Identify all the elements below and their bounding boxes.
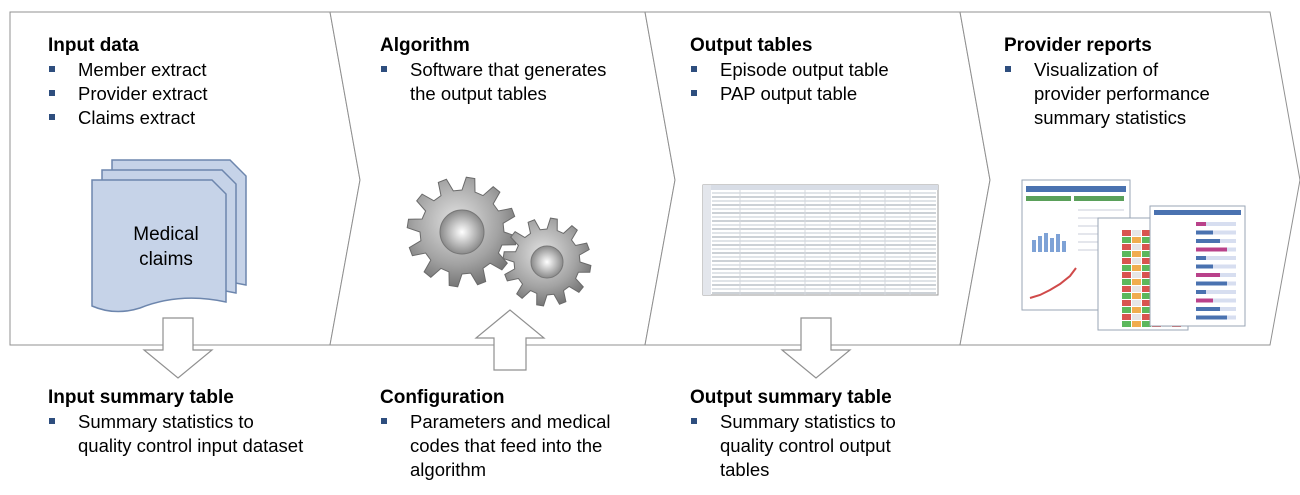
report-bar: [1196, 307, 1220, 311]
heatmap-cell: [1122, 321, 1131, 327]
bullet-item: Claims extract: [48, 106, 318, 130]
stage-output-tables: Output tables Episode output table PAP o…: [690, 34, 960, 106]
report-bar-track: [1196, 298, 1236, 303]
medical-claims-label-line: claims: [139, 249, 193, 270]
heatmap-cell: [1142, 230, 1151, 236]
heatmap-cell: [1142, 265, 1151, 271]
report-bar-track: [1196, 290, 1236, 294]
input-summary-table: Input summary table Summary statistics t…: [48, 386, 323, 458]
heatmap-cell: [1142, 321, 1151, 327]
heatmap-cell: [1122, 230, 1131, 236]
heatmap-cell: [1142, 293, 1151, 299]
bullet-item: Parameters and medical codes that feed i…: [380, 410, 625, 482]
heatmap-cell: [1142, 307, 1151, 313]
heatmap-cell: [1142, 286, 1151, 292]
heatmap-cell: [1142, 258, 1151, 264]
heatmap-cell: [1122, 237, 1131, 243]
report-bar: [1196, 222, 1206, 226]
report-bar: [1196, 315, 1227, 320]
bullet-item: PAP output table: [690, 82, 960, 106]
input-summary-down-arrow: [142, 317, 214, 379]
heatmap-cell: [1132, 230, 1141, 236]
report-bar: [1196, 247, 1227, 252]
report-bar-track: [1196, 264, 1236, 269]
gear-hole: [439, 209, 485, 255]
heatmap-cell: [1132, 272, 1141, 278]
medical-claims-documents-icon: [91, 159, 247, 313]
heatmap-cell: [1132, 286, 1141, 292]
output-summary-down-arrow: [780, 317, 852, 379]
medical-claims-label-line: Medical: [133, 224, 199, 245]
side-title: Output summary table: [690, 387, 892, 408]
heatmap-cell: [1132, 321, 1141, 327]
stage-provider-reports: Provider reports Visualization of provid…: [1004, 34, 1234, 130]
configuration-up-arrow: [474, 309, 546, 371]
spreadsheet-thumbnail: [702, 184, 939, 296]
heatmap-cell: [1142, 279, 1151, 285]
gear-hole: [530, 245, 564, 279]
heatmap-cell: [1132, 251, 1141, 257]
heatmap-cell: [1122, 258, 1131, 264]
heatmap-cell: [1132, 237, 1141, 243]
bullet-item: Summary statistics to quality control ou…: [690, 410, 945, 482]
stage-title: Output tables: [690, 35, 813, 56]
bullet-item: Summary statistics to quality control in…: [48, 410, 310, 458]
heatmap-cell: [1122, 314, 1131, 320]
heatmap-cell: [1142, 272, 1151, 278]
heatmap-cell: [1142, 237, 1151, 243]
heatmap-cell: [1132, 314, 1141, 320]
heatmap-cell: [1122, 279, 1131, 285]
heatmap-cell: [1132, 300, 1141, 306]
report-bar: [1196, 230, 1213, 235]
stage-title: Provider reports: [1004, 35, 1152, 56]
heatmap-cell: [1142, 300, 1151, 306]
bullet-item: Provider extract: [48, 82, 318, 106]
report-bar-track: [1196, 230, 1236, 235]
report-bar-track: [1196, 256, 1236, 260]
heatmap-cell: [1122, 286, 1131, 292]
bullet-item: Software that generates the output table…: [380, 58, 635, 106]
heatmap-cell: [1132, 244, 1141, 250]
bullet-item: Member extract: [48, 58, 318, 82]
heatmap-cell: [1122, 272, 1131, 278]
report-bar: [1196, 273, 1220, 277]
heatmap-cell: [1122, 293, 1131, 299]
heatmap-cell: [1122, 265, 1131, 271]
side-title: Input summary table: [48, 387, 234, 408]
report-bar: [1196, 281, 1227, 286]
output-summary-table: Output summary table Summary statistics …: [690, 386, 960, 482]
gear-small-icon: [502, 217, 592, 307]
stage-algorithm: Algorithm Software that generates the ou…: [380, 34, 640, 106]
heatmap-cell: [1132, 279, 1141, 285]
heatmap-cell: [1142, 251, 1151, 257]
heatmap-cell: [1142, 314, 1151, 320]
heatmap-cell: [1132, 307, 1141, 313]
report-bar: [1196, 264, 1213, 269]
heatmap-cell: [1132, 265, 1141, 271]
stage-title: Algorithm: [380, 35, 470, 56]
heatmap-cell: [1142, 244, 1151, 250]
report-bar-track: [1196, 222, 1236, 226]
bullet-item: Visualization of provider performance su…: [1004, 58, 1214, 130]
medical-claims-label: Medical claims: [96, 222, 236, 272]
report-bar: [1196, 290, 1206, 294]
report-bar: [1196, 239, 1220, 243]
heatmap-cell: [1122, 251, 1131, 257]
side-title: Configuration: [380, 387, 505, 408]
gear-large-icon: [406, 176, 518, 288]
bullet-item: Episode output table: [690, 58, 960, 82]
configuration-box: Configuration Parameters and medical cod…: [380, 386, 640, 482]
report-bar: [1196, 256, 1206, 260]
report-thumbnails: [1021, 179, 1246, 331]
report-bar: [1196, 298, 1213, 303]
stage-title: Input data: [48, 35, 139, 56]
heatmap-cell: [1132, 293, 1141, 299]
heatmap-cell: [1122, 244, 1131, 250]
heatmap-cell: [1122, 300, 1131, 306]
stage-input-data: Input data Member extract Provider extra…: [48, 34, 318, 130]
heatmap-cell: [1122, 307, 1131, 313]
heatmap-cell: [1132, 258, 1141, 264]
